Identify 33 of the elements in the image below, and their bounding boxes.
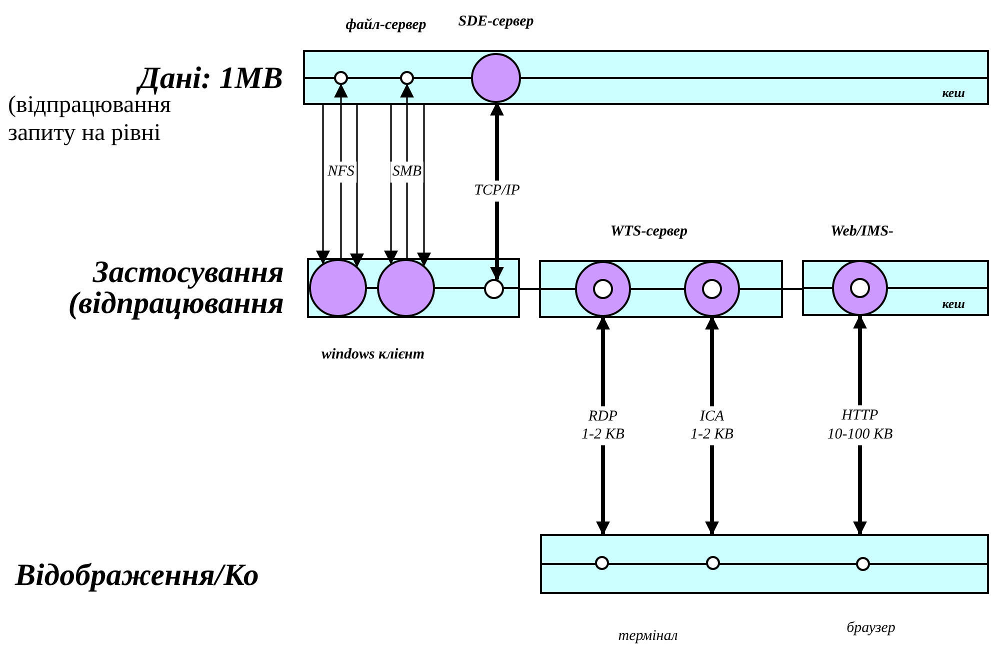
arrow — [316, 105, 330, 265]
tier-title: Відображення/Ко — [15, 558, 259, 592]
arrow — [400, 84, 414, 260]
node-circle — [309, 259, 367, 317]
tier-title: Дані: 1MB — [138, 60, 283, 96]
tier-title: Застосування — [92, 254, 284, 290]
node-circle — [856, 557, 870, 571]
tier-note: запиту на рівні — [8, 120, 161, 146]
component-label: Web/IMS- — [830, 224, 894, 240]
cache-label: кеш — [942, 296, 965, 312]
node-circle — [706, 556, 720, 570]
arrow — [350, 105, 364, 268]
edge-label: TCP/IP — [472, 180, 522, 202]
arrow — [417, 105, 431, 267]
edge-label: HTTP 10-100 KB — [825, 405, 895, 445]
node-circle — [484, 279, 504, 299]
arrow — [490, 102, 504, 281]
component-label: файл-сервер — [346, 16, 426, 34]
component-label: SDE-сервер — [458, 14, 534, 30]
edge-label: RDP 1-2 KB — [580, 406, 626, 446]
edge-label: ICA 1-2 KB — [688, 406, 736, 446]
client-label: термінал — [618, 628, 678, 644]
cache-label: кеш — [942, 85, 965, 101]
client-label: браузер — [846, 620, 896, 636]
node-circle — [400, 71, 414, 85]
tier-bar — [540, 534, 989, 594]
arrow — [334, 84, 348, 260]
edge-label: SMB — [390, 162, 424, 182]
component-label: WTS-сервер — [610, 224, 688, 240]
node-circle — [334, 71, 348, 85]
edge-label: NFS — [326, 162, 356, 182]
node-circle — [595, 556, 609, 570]
component-label: windows клієнт — [321, 346, 425, 364]
